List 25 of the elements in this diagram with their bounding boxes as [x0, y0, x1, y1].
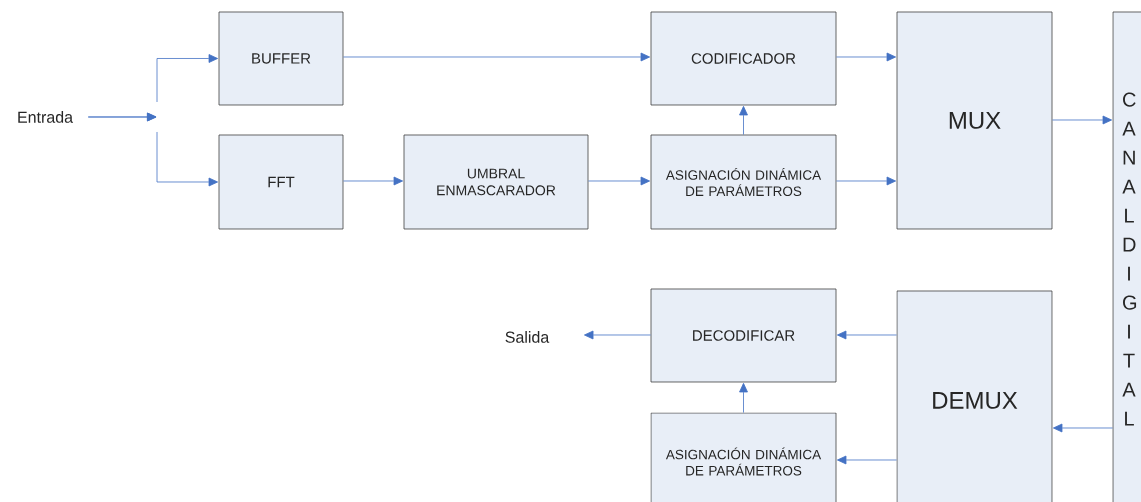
block-box: DEMUX — [896, 290, 1053, 502]
block-box: DECODIFICAR — [650, 288, 837, 383]
arrow — [343, 176, 404, 186]
arrow — [739, 105, 748, 135]
arrow — [836, 52, 897, 62]
block-box: ASIGNACIÓN DINÁMICA DE PARÁMETROS — [650, 412, 837, 502]
arrow — [837, 455, 897, 465]
arrow — [343, 52, 651, 62]
arrow — [87, 112, 219, 187]
arrow — [1053, 423, 1113, 433]
block-box: ASIGNACIÓN DINÁMICA DE PARÁMETROS — [650, 134, 837, 230]
arrow — [584, 330, 651, 340]
arrow — [1052, 115, 1113, 125]
arrow — [739, 382, 748, 413]
block-box: FFT — [218, 134, 344, 230]
arrow — [836, 176, 897, 186]
arrow — [837, 330, 897, 340]
block-box: CODIFICADOR — [650, 11, 837, 106]
block-box: BUFFER — [218, 11, 344, 106]
block-box: MUX — [896, 11, 1053, 230]
channel-bar: CANAL DIGITAL — [1112, 11, 1141, 502]
block-box: UMBRAL ENMASCARADOR — [403, 134, 589, 230]
arrow — [588, 176, 651, 186]
io-label: Salida — [505, 331, 550, 343]
io-label: Entrada — [18, 111, 73, 123]
